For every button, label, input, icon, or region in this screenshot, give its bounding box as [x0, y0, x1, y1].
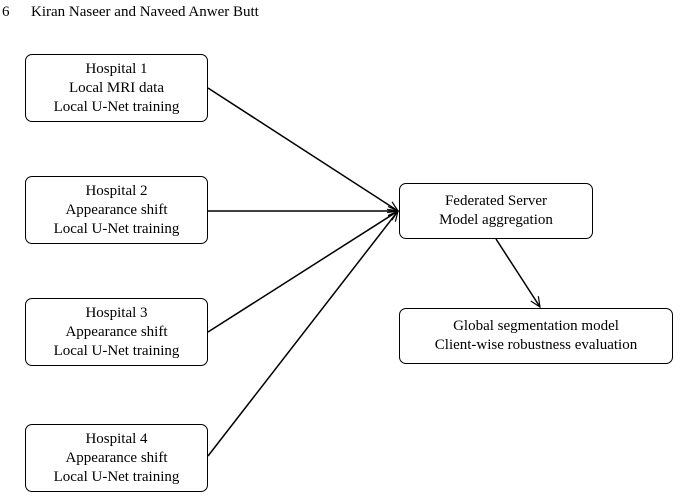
hospital-4-node: Hospital 4 Appearance shift Local U-Net …	[25, 424, 208, 492]
hospital-2-title: Hospital 2	[85, 182, 148, 199]
federated-server-node: Federated Server Model aggregation	[399, 183, 593, 239]
federated-server-title: Federated Server	[444, 193, 548, 209]
hospital-1-title: Hospital 1	[85, 60, 148, 77]
hospital-3-node: Hospital 3 Appearance shift Local U-Net …	[25, 298, 208, 366]
hospital-3-training-line: Local U-Net training	[53, 342, 180, 359]
global-segmentation-model-node: Global segmentation model Client-wise ro…	[399, 308, 673, 364]
hospital-4-training-line: Local U-Net training	[53, 468, 180, 485]
edge-hospital-3-to-server	[207, 211, 398, 333]
federated-server-aggregation-line: Model aggregation	[439, 212, 553, 228]
hospital-2-node: Hospital 2 Appearance shift Local U-Net …	[25, 176, 208, 244]
hospital-4-shift-line: Appearance shift	[65, 449, 168, 466]
global-model-evaluation-line: Client-wise robustness evaluation	[434, 337, 638, 353]
running-head-authors: Kiran Naseer and Naveed Anwer Butt	[31, 4, 259, 20]
hospital-4-title: Hospital 4	[85, 430, 148, 447]
hospital-1-node: Hospital 1 Local MRI data Local U-Net tr…	[25, 54, 208, 122]
edge-hospital-4-to-server	[207, 211, 398, 457]
global-model-title: Global segmentation model	[453, 318, 619, 334]
edge-hospital-1-to-server	[207, 87, 398, 211]
edge-server-to-global-model	[495, 238, 540, 307]
hospital-2-shift-line: Appearance shift	[65, 201, 168, 218]
hospital-3-shift-line: Appearance shift	[65, 323, 168, 340]
hospital-1-training-line: Local U-Net training	[53, 98, 180, 115]
hospital-3-title: Hospital 3	[85, 304, 148, 321]
hospital-1-data-line: Local MRI data	[69, 79, 164, 96]
page-number: 6	[2, 4, 10, 20]
hospital-2-training-line: Local U-Net training	[53, 220, 180, 237]
